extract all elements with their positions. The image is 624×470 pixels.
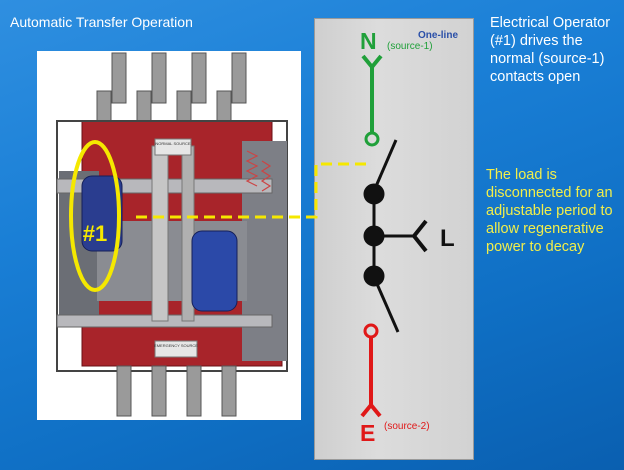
source1-label: (source-1): [387, 41, 433, 52]
load-letter: L: [440, 225, 455, 252]
source2-branch: [360, 323, 382, 418]
source2-label: (source-2): [384, 421, 430, 432]
source2-letter: E: [360, 420, 376, 446]
emergency-source-plate: EMERGENCY SOURCE: [154, 343, 198, 348]
operator-callout-ellipse: [69, 140, 121, 292]
operator-2: [191, 230, 238, 312]
transfer-switch-photo: NORMAL SOURCE EMERGENCY SOURCE #1: [37, 51, 301, 420]
load-disconnect-note: The load is disconnected for an adjustab…: [486, 167, 613, 255]
dashed-connector: [136, 162, 372, 219]
transfer-switch-symbol: [363, 139, 428, 333]
normal-source-plate: NORMAL SOURCE: [155, 141, 191, 146]
source1-branch: [361, 54, 383, 147]
one-line-heading: One-line: [418, 30, 459, 41]
operator-description: Electrical Operator (#1) drives the norm…: [490, 15, 611, 85]
bottom-terminals: [116, 365, 237, 417]
operator-1: [81, 175, 123, 252]
slide-title: Automatic Transfer Operation: [10, 14, 193, 30]
source1-letter: N: [360, 28, 377, 54]
transfer-switch-illustration: NORMAL SOURCE EMERGENCY SOURCE #1: [56, 52, 288, 417]
callout-label: #1: [83, 221, 107, 246]
one-line-panel: [314, 18, 474, 460]
